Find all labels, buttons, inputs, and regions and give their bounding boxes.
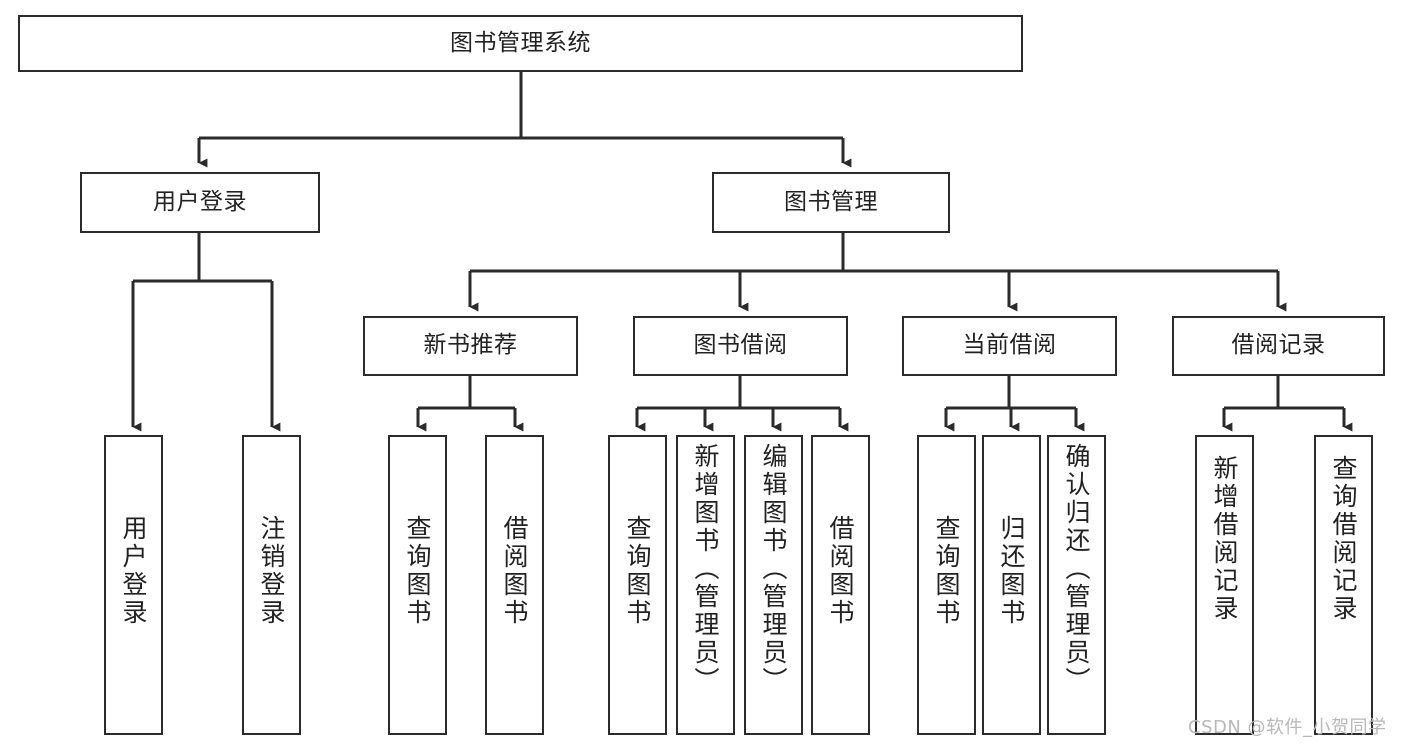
node-leaf-add-book[interactable]: 新增图书（管理员）: [676, 435, 735, 735]
node-label: 图书管理: [784, 188, 878, 215]
node-label: 编辑图书（管理员）: [759, 443, 788, 695]
node-leaf-user-logout[interactable]: 注销登录: [242, 435, 301, 735]
node-new-book-recommend[interactable]: 新书推荐: [363, 316, 578, 376]
node-label: 查询借阅记录: [1329, 455, 1358, 623]
node-leaf-edit-book[interactable]: 编辑图书（管理员）: [744, 435, 803, 735]
node-leaf-query-record[interactable]: 查询借阅记录: [1314, 435, 1373, 735]
node-root-system[interactable]: 图书管理系统: [18, 15, 1023, 72]
node-label: 借阅图书: [826, 515, 855, 627]
csdn-watermark: CSDN @软件_小贺同学: [1188, 717, 1387, 738]
node-label: 借阅记录: [1231, 332, 1326, 359]
node-label: 新增图书（管理员）: [691, 443, 720, 695]
node-label: 图书借阅: [693, 332, 788, 359]
node-leaf-rec-query-book[interactable]: 查询图书: [388, 435, 447, 735]
node-user-login[interactable]: 用户登录: [80, 172, 320, 233]
node-leaf-borrow-query-book[interactable]: 查询图书: [608, 435, 667, 735]
node-book-borrow[interactable]: 图书借阅: [633, 316, 848, 376]
node-label: 归还图书: [997, 515, 1026, 627]
node-leaf-rec-borrow-book[interactable]: 借阅图书: [485, 435, 544, 735]
node-leaf-borrow-book[interactable]: 借阅图书: [811, 435, 870, 735]
node-label: 查询图书: [932, 515, 961, 627]
node-book-manage[interactable]: 图书管理: [712, 172, 950, 233]
node-current-borrow[interactable]: 当前借阅: [902, 316, 1117, 376]
node-borrow-record[interactable]: 借阅记录: [1172, 316, 1385, 376]
node-label: 确认归还（管理员）: [1062, 443, 1091, 695]
node-leaf-cur-query-book[interactable]: 查询图书: [917, 435, 976, 735]
node-label: 查询图书: [623, 515, 652, 627]
node-leaf-user-login[interactable]: 用户登录: [104, 435, 163, 735]
node-label: 当前借阅: [962, 332, 1057, 359]
node-label: 借阅图书: [500, 515, 529, 627]
node-label: 注销登录: [257, 515, 286, 627]
node-label: 图书管理系统: [450, 29, 591, 56]
node-leaf-confirm-return[interactable]: 确认归还（管理员）: [1047, 435, 1106, 735]
node-leaf-add-record[interactable]: 新增借阅记录: [1195, 435, 1254, 735]
node-leaf-return-book[interactable]: 归还图书: [982, 435, 1041, 735]
node-label: 查询图书: [403, 515, 432, 627]
node-label: 新增借阅记录: [1210, 455, 1239, 623]
node-label: 用户登录: [119, 515, 148, 627]
node-label: 新书推荐: [423, 332, 518, 359]
node-label: 用户登录: [153, 188, 247, 215]
